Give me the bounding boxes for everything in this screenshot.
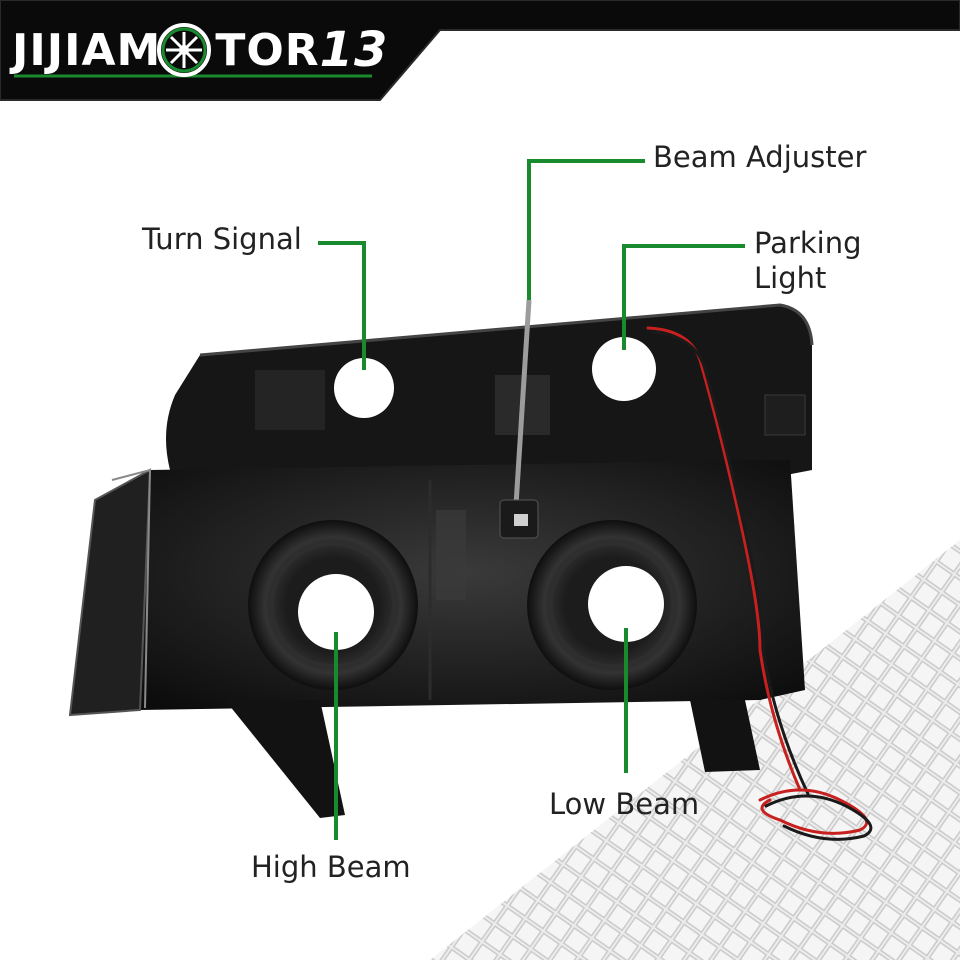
- brand-name-part2: TOR: [215, 24, 320, 76]
- parking-light-wire: [646, 326, 873, 841]
- parking-light-callout-line: [622, 244, 745, 350]
- turn-signal-opening: [334, 358, 394, 418]
- wheel-icon: [157, 23, 211, 77]
- brand-logo: JIJIAM TOR 13: [12, 22, 388, 78]
- parking-light-label-line2: Light: [754, 260, 827, 295]
- parking-light-label: Parking Light: [754, 226, 862, 296]
- parking-light-label-line1: Parking: [754, 226, 862, 260]
- brand-name-part1: JIJIAM: [12, 24, 162, 76]
- wheel-icon-slot: [163, 25, 213, 75]
- beam-adjuster-label: Beam Adjuster: [653, 140, 867, 174]
- high-beam-opening: [298, 574, 374, 650]
- mesh-background: [430, 540, 960, 960]
- beam-adjuster-callout-line: [527, 159, 645, 300]
- parking-light-opening: [592, 337, 656, 401]
- turn-signal-label: Turn Signal: [142, 222, 302, 256]
- low-beam-opening: [588, 566, 664, 642]
- callout-lines: [318, 159, 745, 840]
- beam-adjuster-rod: [499, 299, 539, 539]
- low-beam-label: Low Beam: [549, 787, 700, 821]
- brand-number: 13: [319, 22, 389, 78]
- headlight-housing: [68, 303, 814, 818]
- turn-signal-callout-line: [318, 241, 366, 370]
- high-beam-label: High Beam: [251, 850, 411, 884]
